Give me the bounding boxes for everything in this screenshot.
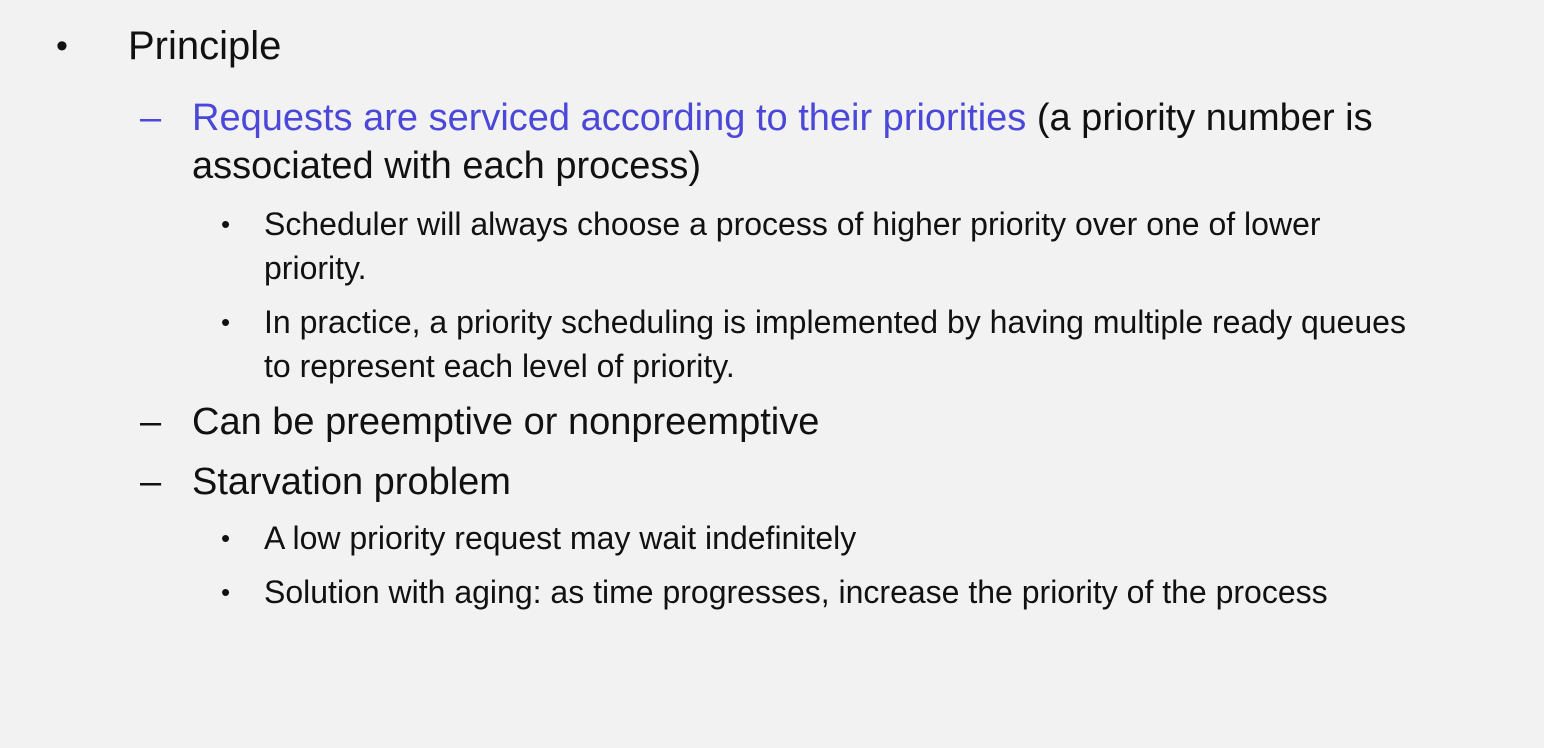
dash-marker: –	[140, 401, 162, 443]
bullet-marker: •	[56, 27, 68, 65]
item-preemptive-text: Can be preemptive or nonpreemptive	[192, 401, 820, 443]
subitem-scheduler: • Scheduler will always choose a process…	[221, 202, 1421, 290]
bullet-principle: • Principle	[56, 22, 1456, 70]
dash-marker: –	[140, 97, 162, 139]
bullet-marker: •	[221, 577, 231, 607]
bullet-marker: •	[221, 209, 231, 239]
subitem-low-priority: • A low priority request may wait indefi…	[221, 516, 1421, 560]
subitem-low-priority-text: A low priority request may wait indefini…	[264, 520, 857, 556]
item-preemptive: – Can be preemptive or nonpreemptive	[140, 398, 1450, 446]
subitem-aging-text: Solution with aging: as time progresses,…	[264, 574, 1328, 610]
subitem-practice-text: In practice, a priority scheduling is im…	[264, 304, 1406, 384]
plain-text: (a priority number is associated with ea…	[192, 97, 1373, 187]
item-starvation-text: Starvation problem	[192, 461, 511, 503]
dash-marker: –	[140, 461, 162, 503]
item-requests-text: Requests are serviced according to their…	[192, 94, 1450, 190]
highlighted-text: Requests are serviced according to their…	[192, 97, 1027, 139]
subitem-aging: • Solution with aging: as time progresse…	[221, 570, 1421, 614]
heading-principle: Principle	[128, 24, 282, 68]
bullet-marker: •	[221, 523, 231, 553]
bullet-marker: •	[221, 307, 231, 337]
subitem-practice: • In practice, a priority scheduling is …	[221, 300, 1421, 388]
subitem-scheduler-text: Scheduler will always choose a process o…	[264, 206, 1321, 286]
item-requests: – Requests are serviced according to the…	[140, 94, 1450, 190]
item-starvation: – Starvation problem	[140, 458, 1450, 506]
